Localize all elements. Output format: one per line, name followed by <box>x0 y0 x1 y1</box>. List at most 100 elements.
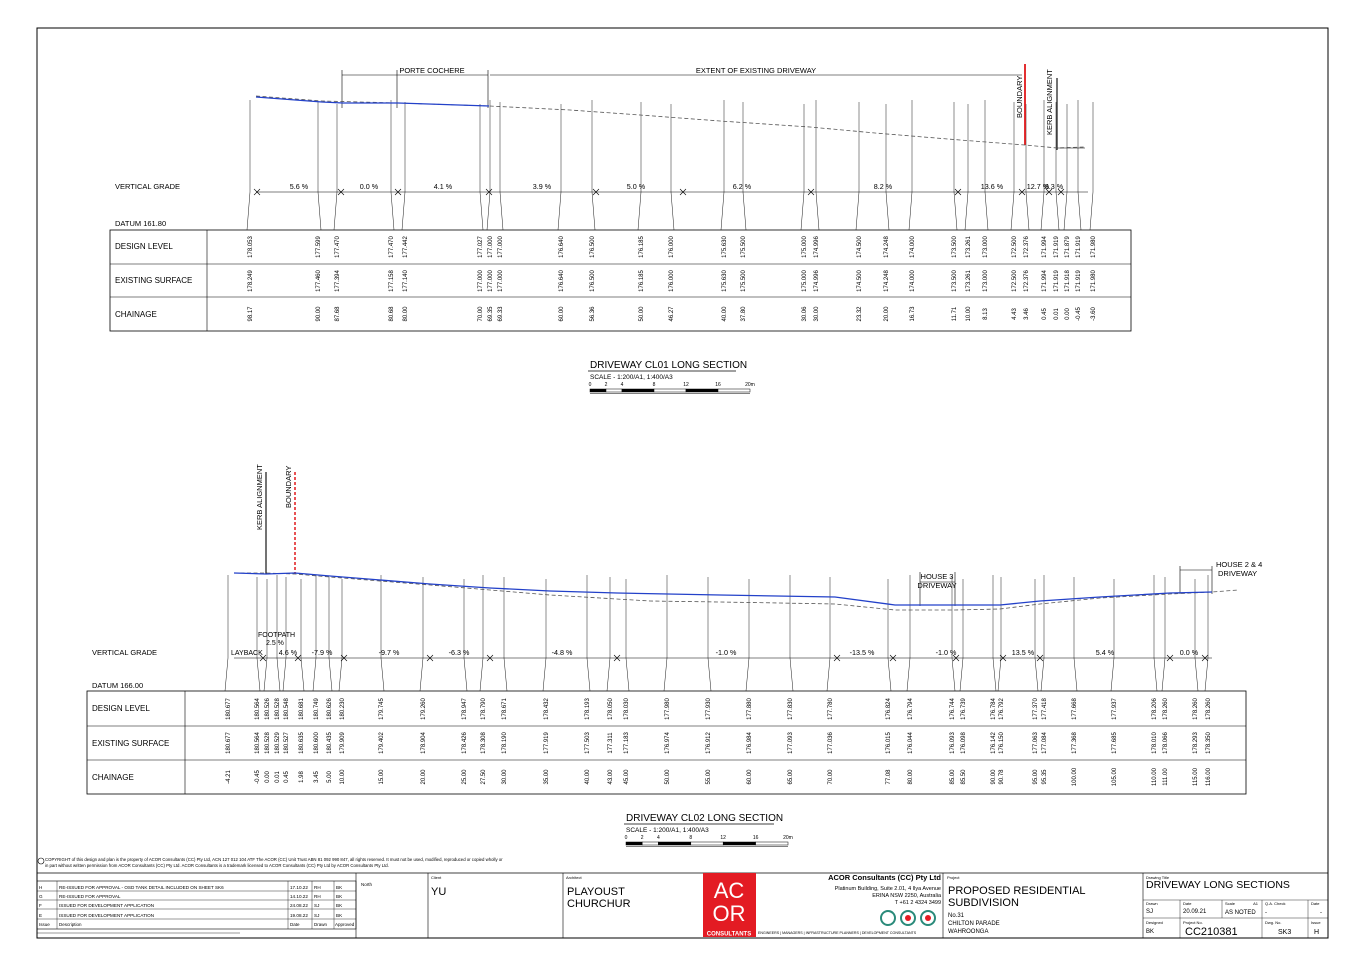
drawn-value: SJ <box>1146 909 1153 915</box>
s2-scale-segment <box>755 841 789 846</box>
s2-cell-chainage: -0.45 <box>255 770 261 784</box>
s2-grade-label: -1.0 % <box>936 648 957 657</box>
s2-cell-design: 176.824 <box>886 698 892 720</box>
s2-cell-existing: 176.093 <box>950 732 956 754</box>
revision-date: 14.10.22 <box>290 894 308 899</box>
s2-cell-chainage: 110.00 <box>1152 767 1158 786</box>
s2-cell-chainage: 105.00 <box>1112 767 1118 786</box>
s2-scale-tick: 20m <box>783 835 793 841</box>
s2-cell-chainage: 43.00 <box>608 769 614 785</box>
s2-grade-break <box>1201 654 1209 662</box>
s2-cell-design: 178.671 <box>502 698 508 720</box>
acor-tagline: ENGINEERS | MANAGERS | INFRASTRUCTURE PL… <box>758 931 917 935</box>
s1-station-leader <box>984 191 989 231</box>
cl01-scale-text: SCALE - 1:200/A1, 1:400/A3 <box>590 374 673 381</box>
s1-cell-existing: 177.460 <box>316 270 322 292</box>
s1-station-leader <box>591 191 596 231</box>
s1-cell-chainage: 3.46 <box>1024 308 1030 320</box>
rev-header-drawn: Drawn <box>314 922 328 927</box>
s1-cell-design: 174.248 <box>884 236 890 258</box>
dwg-no-label: Dwg. No. <box>1265 920 1281 925</box>
cl01-section-title: DRIVEWAY CL01 LONG SECTION <box>590 360 747 371</box>
vertical-grade-label: VERTICAL GRADE <box>115 182 180 191</box>
s2-cell-design: 178.947 <box>462 698 468 720</box>
s1-cell-existing: 178.249 <box>248 270 254 292</box>
s1-cell-design: 173.500 <box>952 236 958 258</box>
s1-station-leader <box>557 191 562 231</box>
s2-cell-existing: 178.426 <box>462 732 468 754</box>
s2-cell-existing: 178.293 <box>1193 732 1199 754</box>
s2-cell-chainage: 15.00 <box>379 769 385 785</box>
acor-logo <box>703 873 756 929</box>
s1-cell-chainage: 50.00 <box>639 306 645 322</box>
s1-cell-existing: 173.261 <box>966 270 972 292</box>
issue-label: Issue <box>1311 920 1321 925</box>
s1-cell-chainage: 60.00 <box>559 306 565 322</box>
s2-station-leader <box>606 657 611 692</box>
revision-issue: H <box>39 885 42 890</box>
s1-grade-label: 0.0 % <box>360 182 379 191</box>
company-address-1: Platinum Building, Suite 2.01, 4 Ilya Av… <box>835 886 941 892</box>
certification-icon-2 <box>900 910 916 926</box>
s2-cell-chainage: 60.00 <box>747 769 753 785</box>
s1-scale-tick: 0 <box>589 382 592 388</box>
datum-label-2: DATUM 166.00 <box>92 681 143 690</box>
s1-station-leader <box>1010 191 1015 231</box>
rev-header-approved: Approved <box>335 922 355 927</box>
date-value: 20.09.21 <box>1183 909 1207 915</box>
s2-cell-chainage: 77.08 <box>886 769 892 785</box>
s1-cell-existing: 172.500 <box>1012 270 1018 292</box>
s2-station-leader <box>263 657 268 692</box>
s2-cell-design: 178.193 <box>585 698 591 720</box>
rev-header-date: Date <box>290 922 300 927</box>
s1-cell-existing: 174.996 <box>814 270 820 292</box>
s1-station-leader <box>815 191 820 231</box>
s2-station-leader <box>1194 657 1199 692</box>
architect-name-line1: PLAYOUST <box>567 886 625 898</box>
s1-station-leader <box>401 191 406 231</box>
s1-cell-design: 172.500 <box>1012 236 1018 258</box>
existing-surface-row-label: EXISTING SURFACE <box>115 276 192 285</box>
s1-grade-label: 3.9 % <box>533 182 552 191</box>
s1-cell-design: 176.185 <box>639 236 645 258</box>
s2-cell-existing: 176.984 <box>747 732 753 754</box>
s1-cell-design: 177.442 <box>403 236 409 258</box>
cl01-station-lines <box>246 100 1094 231</box>
s1-cell-existing: 174.248 <box>884 270 890 292</box>
s1-cell-existing: 171.994 <box>1042 270 1048 292</box>
s2-station-leader <box>951 657 956 692</box>
s1-cell-existing: 177.158 <box>389 270 395 292</box>
s2-cell-existing: 178.010 <box>1152 732 1158 754</box>
s1-station-leader <box>1025 191 1030 231</box>
chainage-row-label: CHAINAGE <box>115 310 157 319</box>
s1-cell-design: 178.053 <box>248 236 254 258</box>
drawing-title: DRIVEWAY LONG SECTIONS <box>1146 879 1290 891</box>
north-label: North <box>361 882 373 887</box>
s1-cell-design: 172.376 <box>1024 236 1030 258</box>
s1-cell-existing: 176.000 <box>669 270 675 292</box>
s2-cell-existing: 176.912 <box>706 732 712 754</box>
s1-station-leader <box>885 191 890 231</box>
qa-check-value: - <box>1265 910 1267 916</box>
s2-grade-label: -4.8 % <box>552 648 573 657</box>
s2-grade-label: -13.5 % <box>850 648 875 657</box>
chainage-row-label-2: CHAINAGE <box>92 773 134 782</box>
project-address-3: WAHROONGA <box>948 929 988 935</box>
s1-scale-segment <box>653 388 687 393</box>
s2-cell-existing: 177.093 <box>788 732 794 754</box>
s2-cell-design: 180.526 <box>265 698 271 720</box>
s2-cell-existing: 178.350 <box>1206 732 1212 754</box>
s2-cell-existing: 179.402 <box>379 732 385 754</box>
s1-cell-existing: 177.000 <box>488 270 494 292</box>
s2-cell-design: 180.548 <box>284 698 290 720</box>
designed-label: Designed <box>1146 920 1163 925</box>
s2-cell-design: 177.370 <box>1033 698 1039 720</box>
s1-cell-existing: 175.500 <box>741 270 747 292</box>
s1-cell-chainage: 16.73 <box>910 306 916 322</box>
s2-cell-chainage: 85.00 <box>950 769 956 785</box>
s2-cell-chainage: 115.00 <box>1193 767 1199 786</box>
s2-grade-label: -6.3 % <box>449 648 470 657</box>
s1-station-leader <box>1089 191 1094 231</box>
s1-cell-chainage: 30.00 <box>814 306 820 322</box>
acor-logo-line1: AC <box>714 878 745 903</box>
